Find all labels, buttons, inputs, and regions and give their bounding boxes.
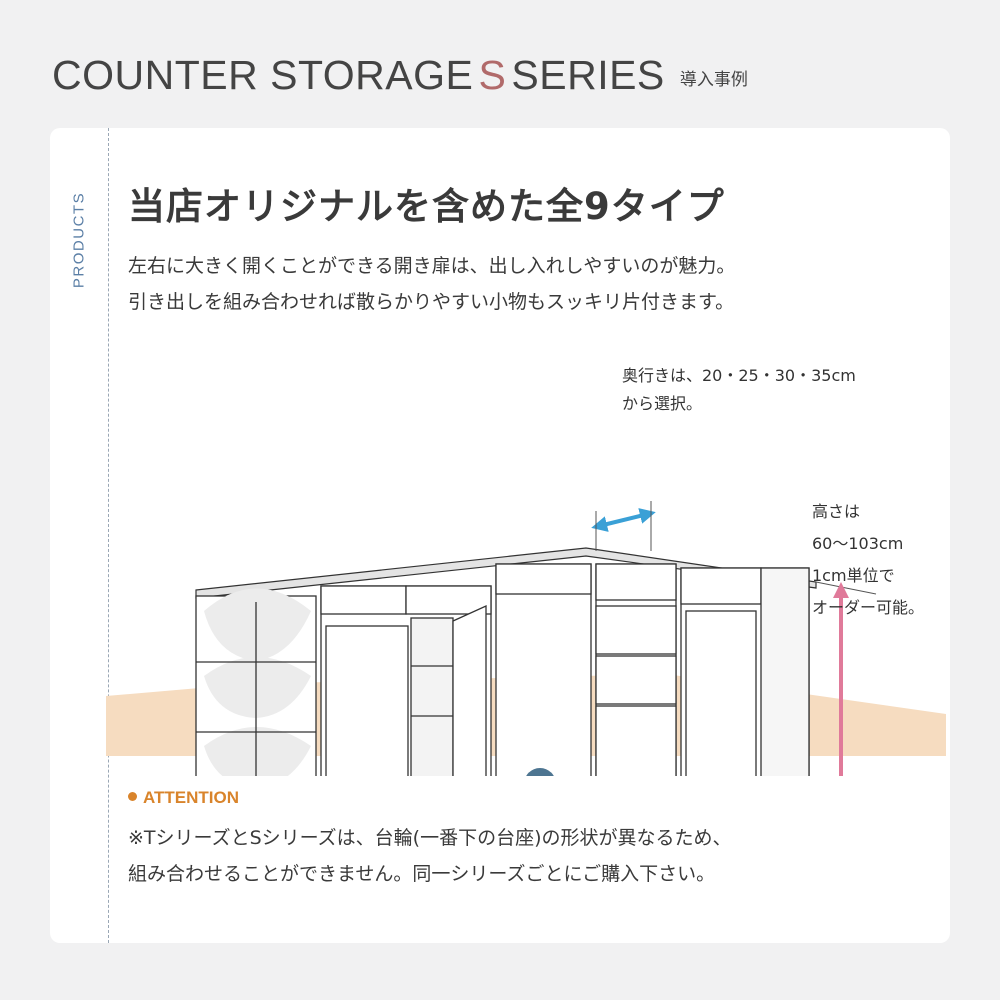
body-text: 左右に大きく開くことができる開き扉は、出し入れしやすいのが魅力。 引き出しを組み… <box>128 248 735 320</box>
unit-1-corner-shelf <box>195 588 317 776</box>
attention-line-1: ※TシリーズとSシリーズは、台輪(一番下の台座)の形状が異なるため、 <box>128 827 732 849</box>
unit-4-drawer-cabinet <box>595 563 677 776</box>
title-suffix: SERIES <box>511 52 665 98</box>
height-note-line-2: 60〜103cm <box>812 534 904 553</box>
depth-note: 奥行きは、20・25・30・35cm から選択。 <box>622 362 856 418</box>
title-accent: S <box>478 52 507 98</box>
height-note-line-4: オーダー可能。 <box>812 598 925 617</box>
marker-3: 3 <box>526 768 554 776</box>
page-header: COUNTER STORAGE S SERIES 導入事例 <box>52 52 748 112</box>
bullet-dot-icon <box>128 792 137 801</box>
title-subtitle: 導入事例 <box>679 70 748 90</box>
depth-note-line-2: から選択。 <box>622 394 703 413</box>
product-card: PRODUCTS 当店オリジナルを含めた全9タイプ 左右に大きく開くことができる… <box>50 128 950 943</box>
attention-label-text: ATTENTION <box>143 788 240 807</box>
attention-text: ※TシリーズとSシリーズは、台輪(一番下の台座)の形状が異なるため、 組み合わせ… <box>128 820 732 892</box>
height-note: 高さは 60〜103cm 1cm単位で オーダー可能。 <box>812 496 924 624</box>
unit-2-door-cabinet <box>320 585 492 776</box>
body-line-2: 引き出しを組み合わせれば散らかりやすい小物もスッキリ片付きます。 <box>128 291 735 313</box>
depth-note-line-1: 奥行きは、20・25・30・35cm <box>622 366 856 385</box>
side-divider <box>108 128 109 943</box>
attention-line-2: 組み合わせることができません。同一シリーズごとにご購入下さい。 <box>128 863 716 885</box>
unit-3-corner-cabinet <box>495 563 592 776</box>
depth-arrow <box>591 508 656 532</box>
height-note-line-3: 1cm単位で <box>812 566 895 585</box>
height-note-line-1: 高さは <box>812 502 861 521</box>
side-label: PRODUCTS <box>64 180 94 300</box>
cabinet-illustration: 1 2 3 4 5 <box>106 501 946 776</box>
title-prefix: COUNTER STORAGE <box>52 52 474 98</box>
attention-label: ATTENTION <box>128 788 239 808</box>
side-label-text: PRODUCTS <box>70 191 88 289</box>
marker-3-label: 3 <box>535 775 545 776</box>
body-line-1: 左右に大きく開くことができる開き扉は、出し入れしやすいのが魅力。 <box>128 255 736 277</box>
headline: 当店オリジナルを含めた全9タイプ <box>128 185 725 228</box>
unit-5-door-cabinet <box>680 567 810 776</box>
